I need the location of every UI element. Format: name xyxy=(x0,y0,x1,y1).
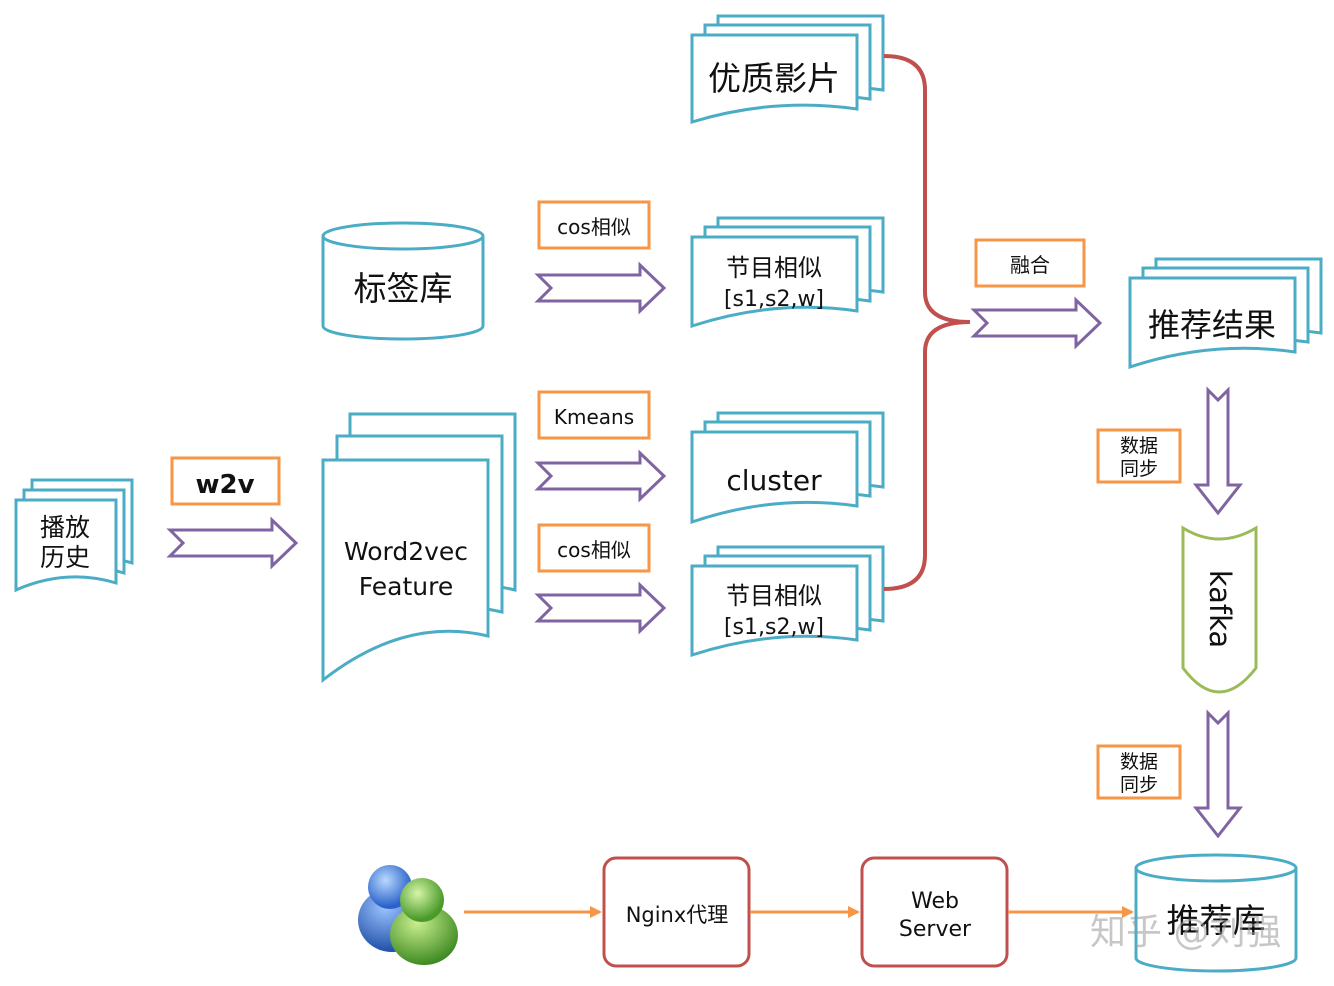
arrow-w2v-to-program-sim xyxy=(534,581,667,635)
w2v-label-box: w2v xyxy=(170,456,281,506)
fusion-label-box: 融合 xyxy=(974,238,1086,288)
cluster-doc: cluster xyxy=(690,411,885,525)
merge-bracket xyxy=(883,54,971,591)
cos-similarity-label-1: cos相似 xyxy=(557,215,631,239)
tag-library-cylinder: 标签库 xyxy=(321,221,485,341)
program-similarity-2-doc: 节目相似 [s1,s2,w] xyxy=(690,545,885,658)
program-similarity-1-line1: 节目相似 xyxy=(726,254,822,282)
fusion-label: 融合 xyxy=(1010,253,1050,277)
program-similarity-1-line2: [s1,s2,w] xyxy=(724,287,824,312)
data-sync-2-line2: 同步 xyxy=(1120,774,1158,796)
recommend-result-doc: 推荐结果 xyxy=(1128,257,1323,370)
data-sync-2-line1: 数据 xyxy=(1120,751,1158,773)
data-sync-1-line1: 数据 xyxy=(1120,435,1158,457)
cos-similarity-label-2-box: cos相似 xyxy=(537,523,651,573)
kafka-label: kafka xyxy=(1203,570,1237,648)
quality-films-label: 优质影片 xyxy=(708,59,840,98)
program-similarity-1-doc: 节目相似 [s1,s2,w] xyxy=(690,216,885,329)
watermark: 知乎 @刘强 xyxy=(1090,912,1281,953)
kafka-queue: kafka xyxy=(1181,525,1258,694)
word2vec-feature-doc: Word2vec Feature xyxy=(321,412,517,684)
kmeans-label-box: Kmeans xyxy=(537,390,651,440)
arrow-kafka-to-library xyxy=(1192,709,1244,839)
program-similarity-2-line2: [s1,s2,w] xyxy=(724,615,824,640)
recommend-library-label: 推荐库 xyxy=(1167,901,1266,940)
data-sync-2-box: 数据 同步 xyxy=(1096,744,1182,800)
arrow-fusion-to-result xyxy=(970,296,1103,350)
web-server-line2: Server xyxy=(899,917,972,942)
nginx-proxy-label: Nginx代理 xyxy=(626,903,729,927)
cos-similarity-label-2: cos相似 xyxy=(557,538,631,562)
data-sync-1-box: 数据 同步 xyxy=(1096,428,1182,484)
data-sync-1-line2: 同步 xyxy=(1120,458,1158,480)
w2v-label: w2v xyxy=(195,470,254,500)
arrow-result-to-kafka xyxy=(1192,386,1244,516)
quality-films-doc: 优质影片 xyxy=(690,14,885,125)
web-server-box: Web Server xyxy=(860,856,1009,968)
arrow-tag-to-program-sim xyxy=(534,261,667,315)
web-server-line1: Web xyxy=(911,889,959,914)
play-history-doc: 播放 历史 xyxy=(14,478,134,593)
recommend-result-label: 推荐结果 xyxy=(1148,306,1276,344)
cluster-label: cluster xyxy=(726,464,822,497)
cos-similarity-label-1-box: cos相似 xyxy=(537,200,651,250)
arrow-w2v-to-cluster xyxy=(534,449,667,503)
play-history-label-line1: 播放 xyxy=(40,513,90,542)
users-icon xyxy=(358,865,458,965)
nginx-proxy-box: Nginx代理 xyxy=(602,856,751,968)
arrow-history-to-w2v xyxy=(166,516,299,570)
program-similarity-2-line1: 节目相似 xyxy=(726,582,822,610)
word2vec-label-line2: Feature xyxy=(359,572,453,601)
word2vec-label-line1: Word2vec xyxy=(344,537,468,566)
play-history-label-line2: 历史 xyxy=(40,543,90,572)
tag-library-label: 标签库 xyxy=(354,269,453,308)
kmeans-label: Kmeans xyxy=(554,405,634,429)
recommend-library-cylinder: 推荐库 xyxy=(1134,853,1298,973)
